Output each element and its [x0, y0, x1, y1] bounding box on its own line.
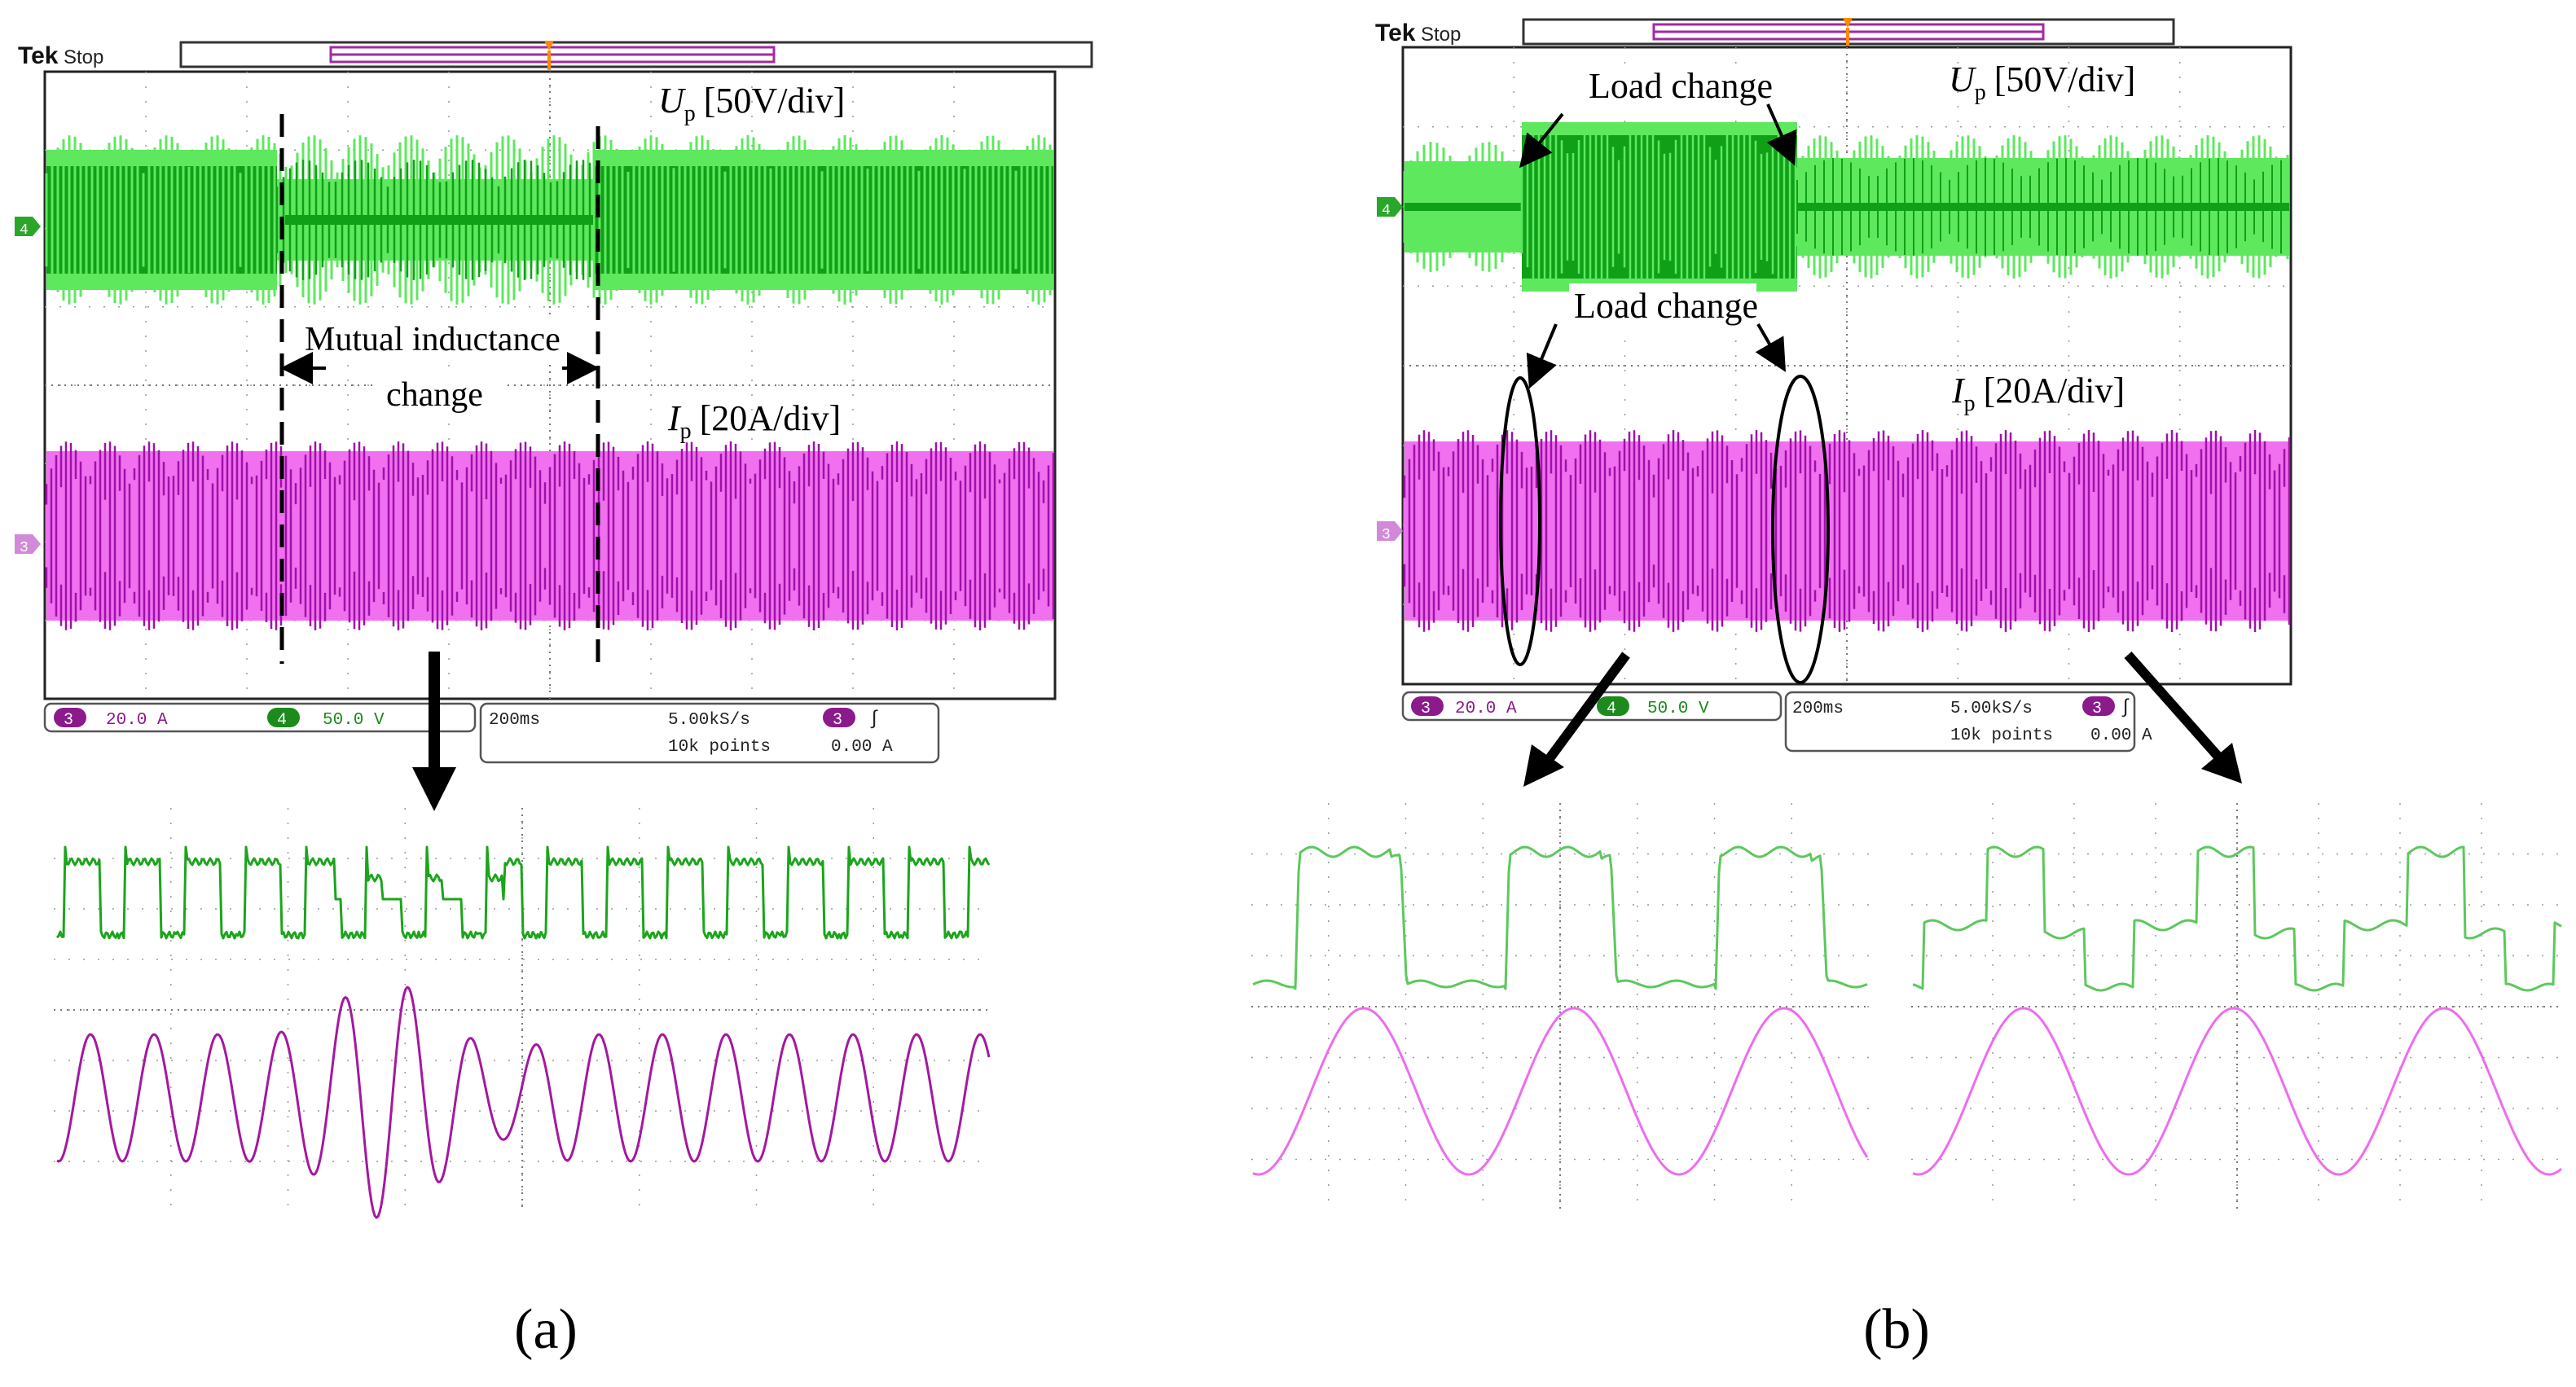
trigger-position-marker	[1843, 18, 1853, 28]
sample-rate: 5.00kS/s	[1950, 700, 2033, 718]
zoom-up-trace	[55, 845, 991, 940]
tek-logo: Tek	[1375, 20, 1416, 46]
sample-rate: 5.00kS/s	[668, 711, 750, 730]
zoom-ip-trace	[1252, 1007, 1869, 1176]
waveforms	[45, 135, 1055, 630]
ch3-marker: 3	[1377, 521, 1403, 543]
trigger-slope-icon: ∫	[868, 709, 880, 731]
svg-text:4: 4	[1382, 203, 1391, 219]
readout-bar: 3 20.0 A 4 50.0 V 200ms 5.00kS/s 10k poi…	[1401, 691, 2152, 753]
arrow-load-change-2	[1766, 103, 1797, 166]
highlight-ellipse-1	[1499, 376, 1541, 666]
waveforms	[1403, 122, 2291, 632]
zoom-plot-b2	[1911, 803, 2563, 1210]
zoom-arrow-left-head	[1523, 744, 1564, 787]
timebase: 200ms	[1792, 700, 1844, 718]
trigger-ch-badge	[2082, 696, 2115, 716]
arrow-load-change-4	[1755, 323, 1786, 372]
ip-inner	[45, 479, 1053, 593]
trigger-position-marker	[544, 41, 554, 50]
ch3-badge	[1411, 696, 1444, 716]
arrow-load-change-3	[1526, 323, 1558, 389]
ch4-scale: 50.0 V	[1647, 700, 1709, 718]
zoom-ip-trace	[56, 985, 991, 1219]
ch3-badge	[54, 708, 86, 727]
ip-label: Ip[20A/div]	[1951, 371, 2125, 416]
acquisition-status: Stop	[64, 46, 103, 68]
record-length: 10k points	[1950, 726, 2053, 745]
trigger-slope-icon: ∫	[2120, 697, 2131, 719]
zoom-arrow-right-shaft	[2124, 652, 2222, 759]
zoom-arrow-right-head	[2201, 743, 2242, 783]
acquisition-readout-box	[1784, 691, 2136, 753]
ch4-marker: 4	[1377, 197, 1403, 219]
arrow-load-change-1	[1519, 112, 1564, 169]
zoom-arrow-shaft	[429, 652, 440, 774]
tek-logo: Tek	[18, 42, 59, 69]
caption-b: (b)	[1863, 1298, 1930, 1361]
up-carrier-high	[1520, 122, 1797, 292]
highlight-ellipse-2	[1771, 375, 1830, 684]
trigger-level: 0.00 A	[2090, 726, 2152, 745]
annotation-backing	[1569, 283, 1756, 329]
svg-text:4: 4	[277, 711, 287, 730]
zoom-arrow-head	[412, 767, 456, 811]
record-length: 10k points	[668, 738, 771, 757]
timebase: 200ms	[489, 711, 540, 730]
zoom-up-trace	[1252, 845, 1868, 990]
svg-text:3: 3	[833, 711, 842, 730]
acquisition-status: Stop	[1421, 24, 1461, 46]
trigger-ch-badge	[823, 708, 855, 727]
svg-text:3: 3	[64, 711, 73, 730]
annotation-load-change-top: Load change	[1589, 66, 1773, 106]
panel-b: Tek Stop 4 3 Load change Load change	[1251, 18, 2563, 1361]
svg-text:3: 3	[2092, 700, 2102, 718]
svg-text:4: 4	[1607, 700, 1616, 718]
annotation-change: change	[386, 376, 483, 414]
caption-a: (a)	[514, 1298, 578, 1361]
annotation-mutual-inductance: Mutual inductance	[305, 321, 560, 358]
ch3-scale: 20.0 A	[106, 711, 168, 730]
panel-a: Tek Stop 4 3 Up[50V/div] Ip[20A/div]	[15, 41, 1093, 1361]
up-label: Up[50V/div]	[658, 81, 845, 126]
ch4-badge	[267, 708, 300, 727]
ch3-scale: 20.0 A	[1455, 700, 1517, 718]
svg-text:3: 3	[1421, 700, 1431, 718]
annotation-backing	[301, 316, 578, 362]
up-label: Up[50V/div]	[1949, 59, 2135, 105]
ch3-marker: 3	[15, 534, 41, 556]
svg-text:3: 3	[1382, 527, 1391, 543]
zoom-up-trace	[1912, 845, 2562, 992]
annotation-backing	[1582, 64, 1761, 111]
annotation-backing	[375, 375, 505, 415]
svg-text:4: 4	[20, 222, 29, 239]
zoom-arrow-left-shaft	[1544, 652, 1630, 764]
zoom-plot-b1	[1251, 803, 1869, 1210]
ch4-scale: 50.0 V	[323, 711, 385, 730]
annotation-load-change-mid: Load change	[1574, 286, 1758, 326]
readout-bar: 3 20.0 A 4 50.0 V 200ms 5.00kS/s 10k poi…	[43, 702, 940, 764]
ch4-marker: 4	[15, 217, 41, 239]
svg-text:3: 3	[20, 540, 29, 556]
ip-label: Ip[20A/div]	[667, 398, 841, 444]
zoom-plot-a	[54, 808, 991, 1219]
zoom-ip-trace	[1912, 1007, 2562, 1176]
trigger-level: 0.00 A	[831, 738, 893, 757]
ch4-badge	[1597, 696, 1629, 716]
channel-readout-box	[43, 702, 477, 733]
ip-carrier	[45, 441, 1055, 630]
